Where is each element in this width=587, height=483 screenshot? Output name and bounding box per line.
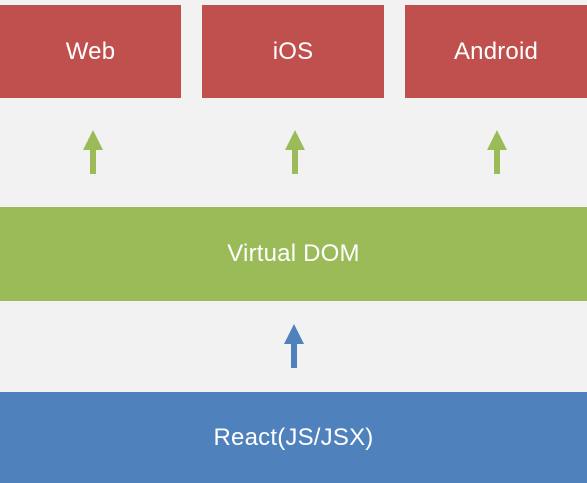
virtual-dom-label: Virtual DOM — [227, 240, 360, 267]
virtual-dom-box: Virtual DOM — [0, 207, 587, 301]
arrow-web-shape — [83, 130, 103, 174]
arrow-up-icon — [487, 130, 507, 174]
arrow-up-icon — [83, 130, 103, 174]
platform-box-android: Android — [405, 5, 587, 98]
arrow-react-shape — [284, 324, 304, 368]
arrow-android-shape — [487, 130, 507, 174]
platform-box-web: Web — [0, 5, 181, 98]
arrow-ios-shape — [285, 130, 305, 174]
arrow-up-icon — [285, 130, 305, 174]
platform-box-ios: iOS — [202, 5, 384, 98]
platform-label-android: Android — [453, 37, 539, 65]
platform-label-ios: iOS — [272, 37, 314, 65]
arrow-up-icon — [284, 324, 304, 368]
platform-label-web: Web — [65, 37, 116, 65]
react-box: React(JS/JSX) — [0, 392, 587, 483]
react-label: React(JS/JSX) — [213, 423, 374, 451]
